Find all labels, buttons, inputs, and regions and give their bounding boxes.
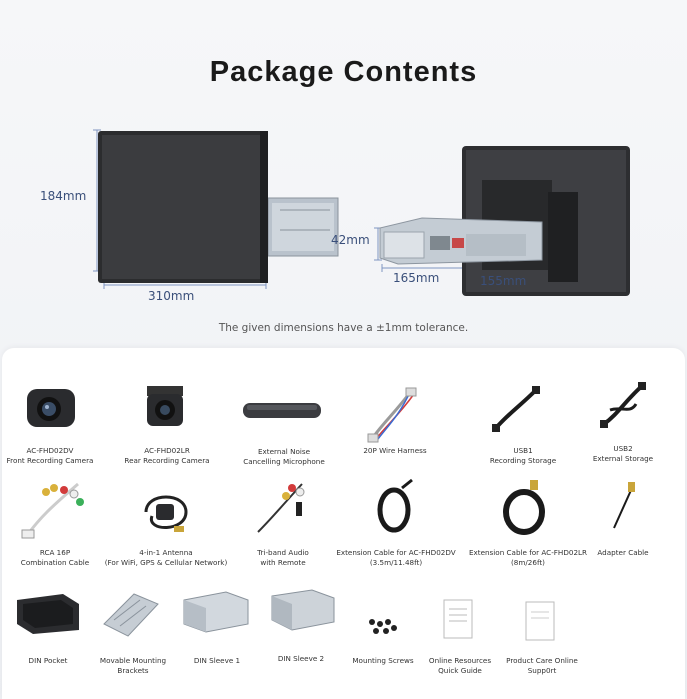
package-items-panel [2,348,685,699]
caption-antenna: 4-in-1 Antenna(For WiFi, GPS & Cellular … [104,548,228,567]
head-unit-side-view [374,146,630,296]
caption-din-sleeve-2: DIN Sleeve 2 [277,654,325,663]
dimension-depth-total: 155mm [480,274,527,288]
din-sleeve-2-icon [271,589,335,631]
dimension-width: 310mm [148,289,195,303]
caption-extension-rear: Extension Cable for AC-FHD02LR(8m/26ft) [468,548,588,567]
dimension-height: 184mm [40,189,87,203]
antenna-icon [144,495,188,532]
caption-screws: Mounting Screws [352,656,414,665]
mounting-bracket-icon [103,593,159,637]
caption-din-sleeve-1: DIN Sleeve 1 [193,656,241,665]
front-camera-icon [27,389,75,427]
rear-camera-icon [147,386,183,426]
extension-cable-rear-icon [503,480,545,535]
page-title: Package Contents [209,56,478,88]
adapter-cable-icon [613,482,635,529]
audio-cable-icon [257,483,305,533]
quick-guide-icon [443,599,473,639]
din-pocket-icon [17,594,79,634]
extension-cable-front-icon [377,478,413,533]
dimension-depth-height: 42mm [331,233,370,247]
caption-wire-harness: 20P Wire Harness [363,446,427,455]
product-care-icon [525,601,555,641]
screws-icon [369,619,397,634]
head-unit-front-view [93,129,339,289]
tolerance-note: The given dimensions have a ±1mm toleran… [218,322,469,334]
caption-din-pocket: DIN Pocket [28,656,68,665]
rca-cable-icon [21,482,84,539]
dimension-depth-width: 165mm [393,271,440,285]
wire-harness-icon [367,387,417,443]
usb1-cable-icon [492,386,540,432]
caption-extension-front: Extension Cable for AC-FHD02DV(3.5m/11.4… [336,548,456,567]
din-sleeve-1-icon [183,591,249,633]
caption-adapter-cable: Adapter Cable [597,548,649,557]
usb2-cable-icon [600,382,646,428]
microphone-icon [243,403,321,418]
